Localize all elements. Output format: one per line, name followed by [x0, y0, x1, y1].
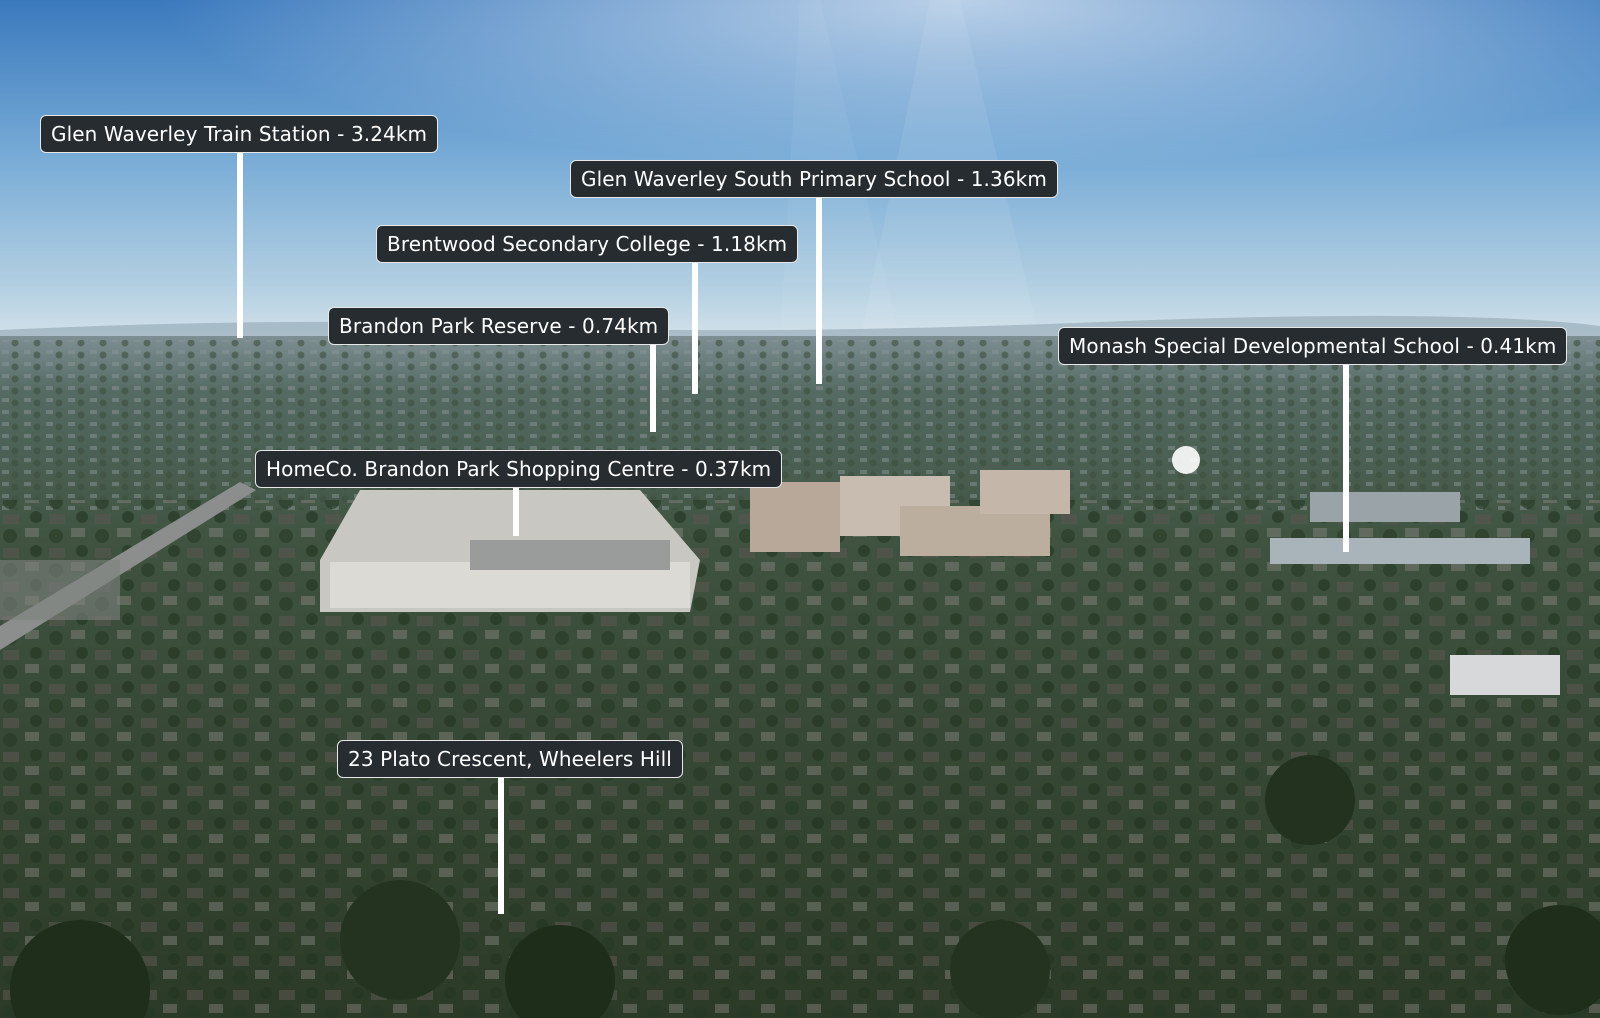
label-homeco-brandon-park: HomeCo. Brandon Park Shopping Centre - 0…: [255, 450, 783, 488]
pin-line-glen-waverley-south-primary: [816, 194, 822, 384]
pin-line-homeco-brandon-park: [513, 480, 519, 536]
pin-line-monash-special: [1343, 360, 1349, 552]
label-glen-waverley-station: Glen Waverley Train Station - 3.24km: [40, 115, 439, 153]
pin-line-glen-waverley-station: [237, 150, 243, 338]
label-monash-special: Monash Special Developmental School - 0.…: [1058, 327, 1568, 365]
pin-line-subject-property: [498, 778, 504, 914]
label-brentwood-secondary: Brentwood Secondary College - 1.18km: [376, 225, 799, 263]
label-glen-waverley-south-primary: Glen Waverley South Primary School - 1.3…: [570, 160, 1058, 198]
pin-line-brandon-park-reserve: [650, 340, 656, 432]
pin-line-brentwood-secondary: [692, 258, 698, 394]
label-subject-property: 23 Plato Crescent, Wheelers Hill: [337, 740, 683, 778]
label-brandon-park-reserve: Brandon Park Reserve - 0.74km: [328, 307, 670, 345]
